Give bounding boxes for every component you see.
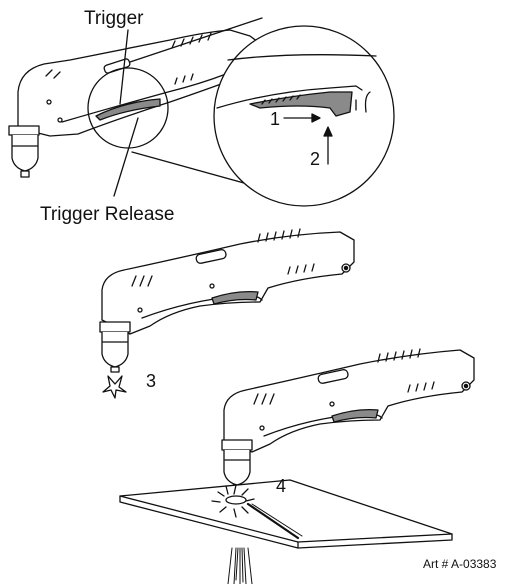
- torch-bottom: [221, 348, 475, 491]
- zoom-line-upper: [129, 17, 263, 63]
- zoom-source-circle: [87, 67, 169, 149]
- step-3-label: 3: [146, 371, 156, 391]
- torch-middle: [99, 228, 355, 373]
- workpiece-plate: [119, 479, 453, 549]
- trigger-release-label: Trigger Release: [40, 204, 174, 225]
- arrow-right-icon: [283, 113, 321, 123]
- arrow-up-icon: [323, 126, 333, 165]
- art-number: Art # A-03383: [423, 557, 497, 571]
- step-2-label: 2: [310, 149, 320, 169]
- spark-icon: [211, 484, 255, 518]
- zoom-magnified-circle: [213, 25, 395, 207]
- spark-icon: [102, 375, 127, 399]
- step-4-label: 4: [276, 476, 286, 496]
- trigger-label: Trigger: [84, 8, 144, 29]
- trigger-leader-line: [119, 29, 129, 105]
- torch-top: [8, 29, 263, 178]
- trigger-release-leader-line: [113, 117, 139, 197]
- step-1-label: 1: [270, 109, 280, 129]
- magnified-trigger: [216, 54, 377, 117]
- molten-stream: [227, 547, 253, 584]
